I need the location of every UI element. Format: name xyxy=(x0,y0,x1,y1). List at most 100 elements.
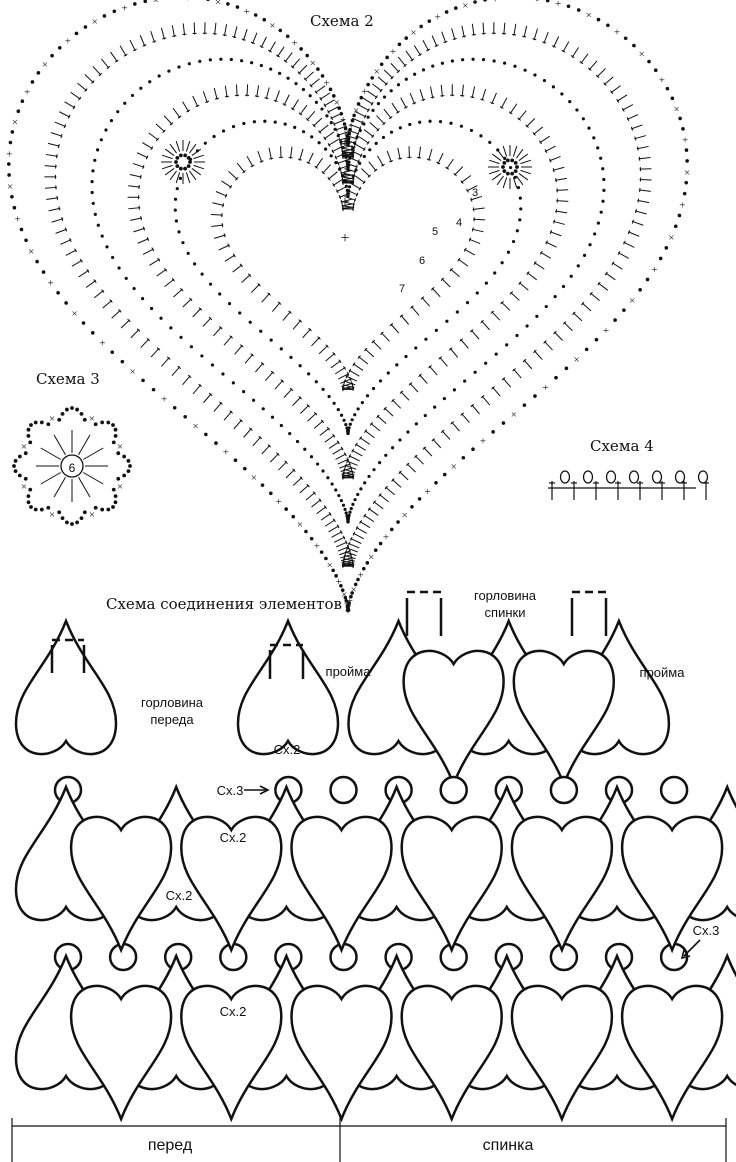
chain-dot xyxy=(434,481,438,485)
chain-dot xyxy=(259,63,263,68)
dc-stitch xyxy=(323,99,335,107)
dc-stitch xyxy=(451,421,460,432)
dc-stitch-top xyxy=(57,143,60,149)
dc-stitch xyxy=(341,177,354,181)
dc-stitch-top xyxy=(241,38,246,41)
row-number-7: 7 xyxy=(399,283,405,295)
dc-stitch xyxy=(202,317,212,327)
dc-stitch xyxy=(283,388,293,398)
ring-dot xyxy=(188,160,192,164)
dc-stitch-top xyxy=(459,338,464,342)
dc-stitch-top xyxy=(239,263,243,268)
dc-stitch-top xyxy=(305,117,310,122)
chain-dot xyxy=(434,328,438,332)
dc-stitch xyxy=(617,252,629,259)
chain-dot xyxy=(653,68,658,73)
dc-stitch xyxy=(44,165,57,168)
chain-dot xyxy=(506,250,511,254)
petal-chain-dot xyxy=(82,510,87,515)
chain-dot xyxy=(345,514,349,518)
dc-stitch-top xyxy=(327,142,331,147)
chain-dot xyxy=(376,102,381,106)
dc-stitch xyxy=(341,563,354,567)
dc-stitch xyxy=(461,25,465,38)
chain-dot xyxy=(594,337,599,342)
chain-dot xyxy=(336,134,340,138)
chain-dot xyxy=(83,25,88,29)
dc-stitch xyxy=(377,76,388,86)
dc-stitch-top xyxy=(470,96,475,99)
dc-stitch xyxy=(341,382,354,388)
dc-stitch-top xyxy=(351,448,355,453)
front-neck-strap xyxy=(50,638,86,673)
petal-chain-dot xyxy=(126,469,131,473)
chain-dot xyxy=(673,224,678,229)
heart-top-front-2 xyxy=(236,619,340,756)
radial-stitch xyxy=(512,145,518,157)
dc-stitch xyxy=(139,35,146,47)
dc-stitch xyxy=(346,460,358,466)
dc-stitch xyxy=(544,145,556,153)
spoke-stitch xyxy=(53,434,66,455)
dc-stitch-top xyxy=(440,429,445,434)
chain-dot xyxy=(508,165,513,170)
dc-stitch xyxy=(626,114,639,120)
dc-stitch-top xyxy=(232,36,237,38)
dc-stitch xyxy=(513,368,522,379)
dc-stitch xyxy=(333,119,345,125)
dc-stitch xyxy=(336,541,348,548)
dc-stitch-top xyxy=(610,90,614,95)
dc-stitch xyxy=(323,131,335,140)
scheme2-row-numbers: 3 4 5 6 7 xyxy=(399,187,478,295)
chain-dot xyxy=(348,422,352,426)
dc-stitch xyxy=(400,314,410,325)
sc-stitch-symbol: + xyxy=(492,0,498,5)
sc-stitch-symbol: + xyxy=(542,382,548,394)
dc-stitch xyxy=(341,203,354,207)
sc-stitch-symbol: + xyxy=(659,74,665,86)
dc-stitch-top xyxy=(426,48,431,52)
spoke-stitch xyxy=(78,477,91,498)
dc-stitch-top xyxy=(471,227,474,232)
dc-stitch xyxy=(264,371,274,382)
sc-stitch-symbol: × xyxy=(639,48,645,60)
chain-dot xyxy=(525,324,529,328)
petal-chain-dot xyxy=(33,507,38,512)
chain-dot xyxy=(465,300,470,305)
chain-dot xyxy=(35,259,39,264)
dc-stitch xyxy=(341,475,354,478)
dc-stitch xyxy=(282,311,292,321)
dc-stitch-top xyxy=(267,49,272,53)
chain-dot xyxy=(581,117,585,121)
dc-stitch xyxy=(481,320,490,331)
sc-stitch-symbol: + xyxy=(121,2,127,14)
dc-stitch-top xyxy=(589,291,593,296)
radial-stitch xyxy=(193,164,205,170)
petal-chain-dot xyxy=(33,420,38,425)
spiral-center-2 xyxy=(488,145,532,189)
sc-stitch-symbol: + xyxy=(24,86,30,98)
dc-stitch-top xyxy=(284,460,288,465)
ring-dot xyxy=(513,169,518,174)
dc-stitch-top xyxy=(306,483,310,488)
dc-stitch xyxy=(391,479,402,488)
dc-stitch-top xyxy=(384,82,389,86)
dc-stitch xyxy=(368,161,377,172)
sc-stitch-symbol: + xyxy=(555,0,561,10)
dc-stitch xyxy=(172,107,181,119)
heart-round-4 xyxy=(127,84,569,480)
dc-stitch-top xyxy=(533,349,537,354)
chain-dot xyxy=(279,347,283,351)
chain-dot xyxy=(305,53,309,58)
dc-stitch xyxy=(352,532,364,540)
petal-chain-dot xyxy=(100,507,105,512)
dc-stitch-top xyxy=(539,250,543,255)
chain-dot xyxy=(172,405,177,410)
sc-stitch-symbol: × xyxy=(351,584,357,596)
dc-stitch xyxy=(454,166,464,176)
row-number-5: 5 xyxy=(432,226,438,238)
chain-dot xyxy=(174,219,179,223)
dc-stitch xyxy=(213,326,222,337)
dc-stitch xyxy=(461,413,470,423)
dc-stitch xyxy=(397,147,401,160)
